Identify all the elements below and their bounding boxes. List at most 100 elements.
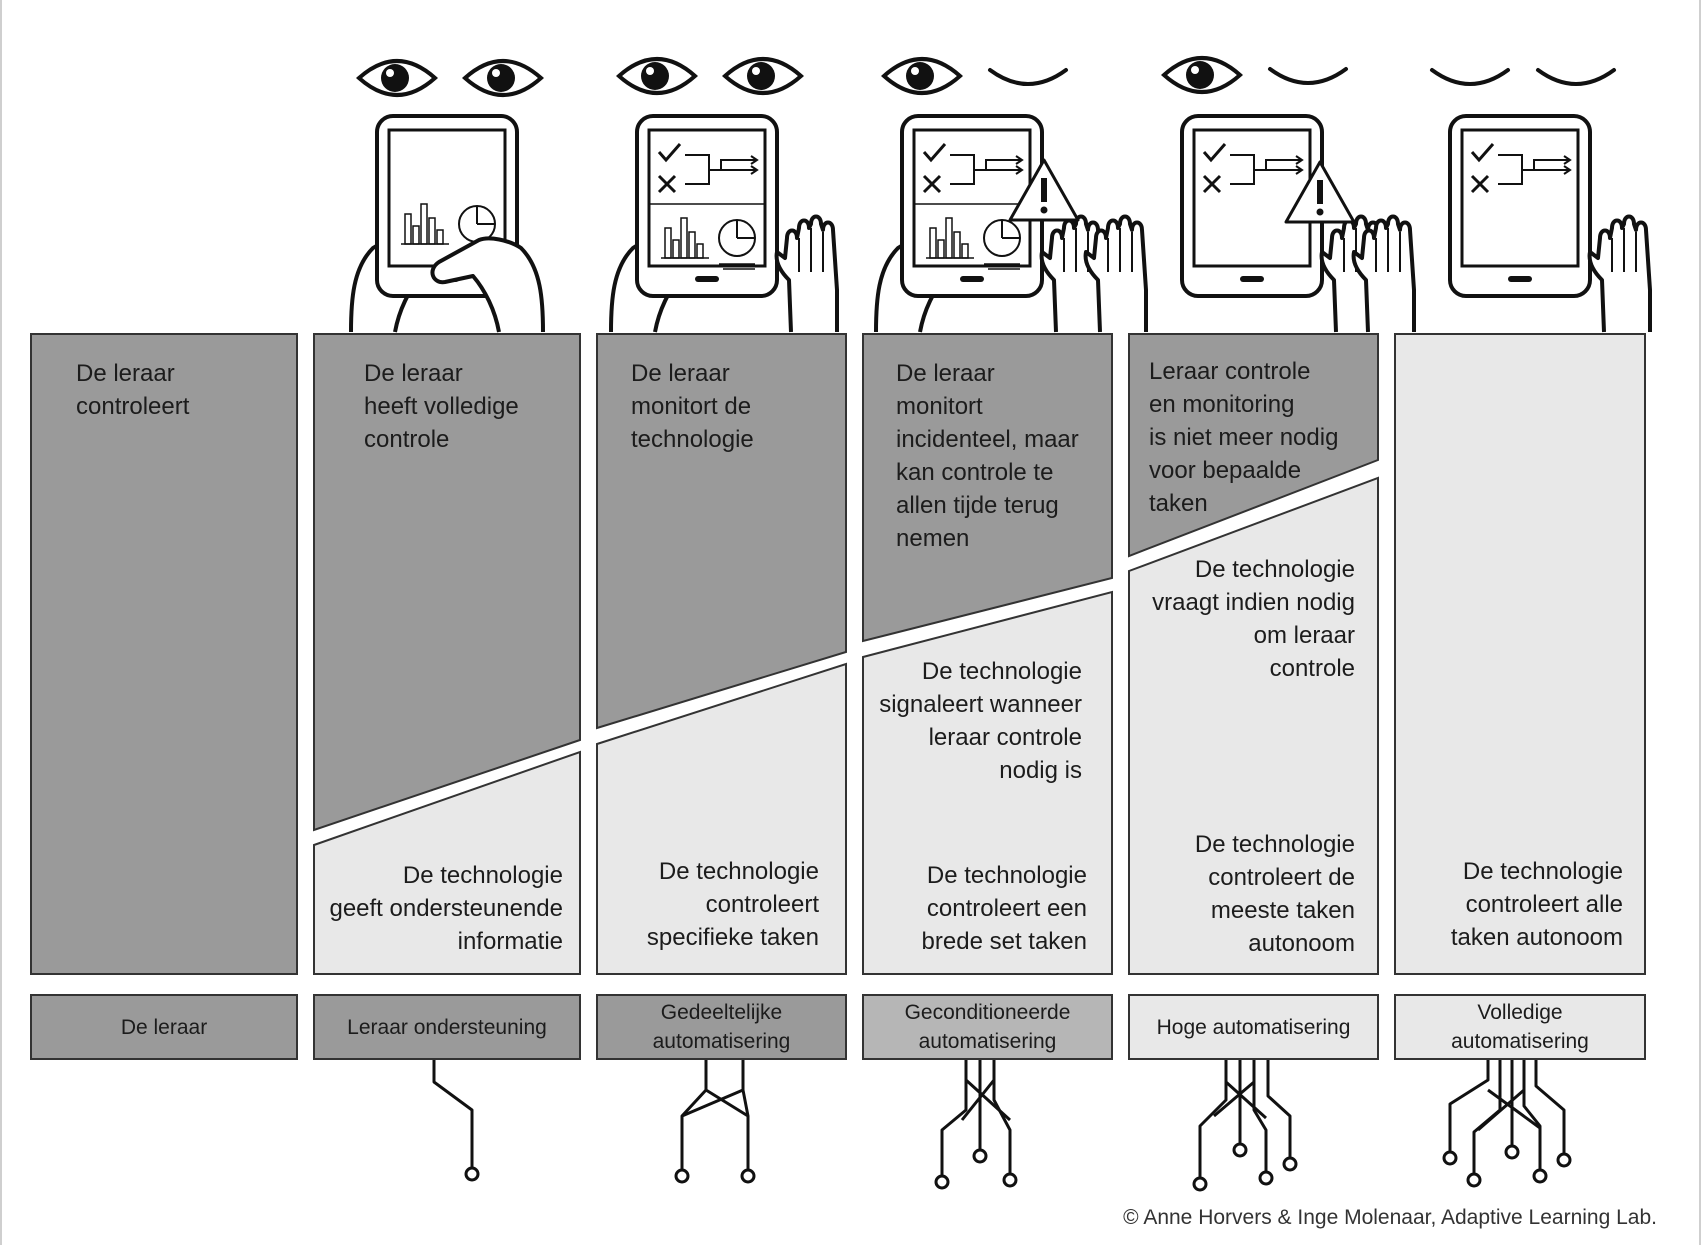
circuit-node-icon <box>1556 1152 1572 1168</box>
teacher-area <box>596 333 847 730</box>
panels-layer <box>30 333 1646 975</box>
closed-eye-icon <box>1536 68 1616 86</box>
col4-tech-text: De technologie controleert een brede set… <box>921 862 1087 955</box>
column-3-icons <box>609 57 839 333</box>
circuit-node-icon <box>740 1168 756 1184</box>
holding-hand-icon <box>430 236 545 333</box>
col2-tech-text: De technologie geeft ondersteunende info… <box>329 862 563 955</box>
circuit-node-icon <box>1258 1170 1274 1186</box>
column-2-panel <box>313 333 581 975</box>
col2-teacher-text: De leraar heeft volledige controle <box>364 360 519 453</box>
cross-mark-icon <box>1202 174 1222 194</box>
column-5-panel <box>1128 333 1379 975</box>
circuit-node-icon <box>1282 1156 1298 1172</box>
open-eye-icon <box>721 57 805 95</box>
col5-tech-text: De technologie controleert de meeste tak… <box>1194 831 1355 957</box>
column-5-circuit-icon <box>1192 1060 1298 1192</box>
icons-layer <box>349 56 1652 333</box>
charts-icon <box>661 217 756 270</box>
col3-tech-text: De technologie controleert specifieke ta… <box>646 858 819 951</box>
circuit-node-icon <box>1504 1144 1520 1160</box>
check-mark-icon <box>922 143 947 163</box>
raised-hand-icon <box>1587 214 1652 333</box>
col1-level-label: De leraar <box>120 1015 208 1039</box>
level-label-box <box>596 994 847 1060</box>
col2-level-label: Leraar ondersteuning <box>347 1015 547 1039</box>
column-3-circuit-icon <box>674 1060 756 1184</box>
open-eye-icon <box>615 57 699 95</box>
check-mark-icon <box>657 143 682 163</box>
decision-flow-icon <box>657 143 759 194</box>
level-label-box <box>1394 994 1646 1060</box>
raised-hand-icon <box>1083 214 1148 333</box>
col4-level-label: Geconditioneerde automatisering <box>904 1001 1071 1053</box>
cross-mark-icon <box>657 174 677 194</box>
open-eye-icon <box>355 59 439 97</box>
raised-hand-icon <box>774 214 839 333</box>
tablet-home-button <box>695 276 719 282</box>
decision-flow-icon <box>1470 143 1572 194</box>
col6-tech-text: De technologie controleert alle taken au… <box>1450 858 1623 951</box>
circuit-node-icon <box>1232 1142 1248 1158</box>
open-eye-icon <box>1160 56 1244 94</box>
technology-area <box>1394 333 1646 975</box>
cross-mark-icon <box>922 174 942 194</box>
col3-teacher-text: De leraar monitort de technologie <box>631 360 754 453</box>
tablet-home-button <box>1240 276 1264 282</box>
decision-flow-icon <box>1202 143 1304 194</box>
column-2-circuit-icon <box>432 1060 480 1182</box>
column-3-panel <box>596 333 847 975</box>
circuit-node-icon <box>674 1168 690 1184</box>
technology-area <box>313 750 581 975</box>
level-label-box <box>30 994 298 1060</box>
cross-mark-icon <box>1470 174 1490 194</box>
column-4-circuit-icon <box>934 1060 1018 1190</box>
circuit-node-icon <box>1192 1176 1208 1192</box>
open-eye-icon <box>880 57 964 95</box>
copyright-notice: © Anne Horvers & Inge Molenaar, Adaptive… <box>1123 1206 1657 1229</box>
check-mark-icon <box>1470 143 1495 163</box>
column-5-icons <box>1083 56 1384 333</box>
technology-area <box>862 590 1113 975</box>
tablet-icon <box>1180 114 1324 298</box>
tablet-icon <box>635 114 779 298</box>
decision-flow-icon <box>922 143 1024 194</box>
level-label-box <box>313 994 581 1060</box>
open-eye-icon <box>461 59 545 97</box>
teacher-area <box>30 333 298 975</box>
col4-teacher-text: De leraar monitort incidenteel, maar kan… <box>896 360 1079 552</box>
level-label-box <box>1128 994 1379 1060</box>
circuit-node-icon <box>1002 1172 1018 1188</box>
tablet-screen <box>1192 128 1312 268</box>
col6-level-label: Volledige automatisering <box>1451 1001 1589 1053</box>
warning-icon <box>1284 160 1356 224</box>
circuit-node-icon <box>464 1166 480 1182</box>
column-6-icons <box>1351 68 1652 333</box>
warning-icon <box>1008 158 1080 222</box>
raised-hand-icon <box>1351 214 1416 333</box>
tablet-home-button <box>1508 276 1532 282</box>
col4-tech-mid-text: De technologie signaleert wanneer leraar… <box>879 658 1082 784</box>
col1-teacher-text: De leraar controleert <box>76 360 190 420</box>
closed-eye-icon <box>1268 67 1348 85</box>
circuit-node-icon <box>934 1174 950 1190</box>
circuit-node-icon <box>1532 1168 1548 1184</box>
column-4-panel <box>862 333 1113 975</box>
column-6-circuit-icon <box>1442 1060 1572 1188</box>
level-label-box <box>862 994 1113 1060</box>
technology-area <box>596 662 847 975</box>
check-mark-icon <box>1202 143 1227 163</box>
tablet-icon <box>1448 114 1592 298</box>
circuit-node-icon <box>1466 1172 1482 1188</box>
circuit-node-icon <box>972 1148 988 1164</box>
teacher-area <box>1128 333 1379 558</box>
teacher-area <box>862 333 1113 643</box>
circuits-layer <box>432 1060 1572 1192</box>
column-6-panel <box>1394 333 1646 975</box>
closed-eye-icon <box>1430 68 1510 86</box>
circuit-node-icon <box>1442 1150 1458 1166</box>
charts-icon <box>926 217 1021 270</box>
technology-area <box>1128 476 1379 975</box>
